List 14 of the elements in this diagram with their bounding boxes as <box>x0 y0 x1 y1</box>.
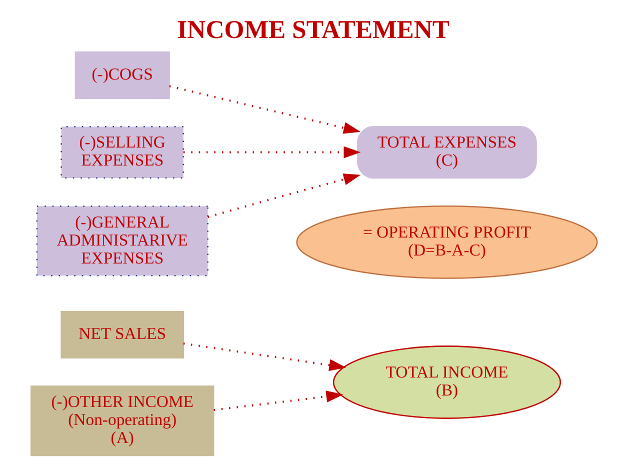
node-ellipse: TOTAL INCOME (B) <box>332 346 562 419</box>
arrow <box>208 174 361 218</box>
diagram-title: INCOME STATEMENT <box>177 14 450 44</box>
node-box: (-)COGS <box>74 51 170 99</box>
node-box: (-)OTHER INCOME (Non-operating) (A) <box>30 385 214 456</box>
node-box: (-)SELLING EXPENSES <box>60 126 184 179</box>
node-box: NET SALES <box>60 310 184 358</box>
node-box: (-)GENERAL ADMINISTARIVE EXPENSES <box>36 206 208 276</box>
node-box: TOTAL EXPENSES (C) <box>357 126 537 179</box>
arrow <box>214 390 344 412</box>
node-ellipse: = OPERATING PROFIT (D=B-A-C) <box>296 206 598 279</box>
arrow <box>183 146 361 158</box>
arrow <box>183 342 346 371</box>
arrow <box>169 85 361 134</box>
